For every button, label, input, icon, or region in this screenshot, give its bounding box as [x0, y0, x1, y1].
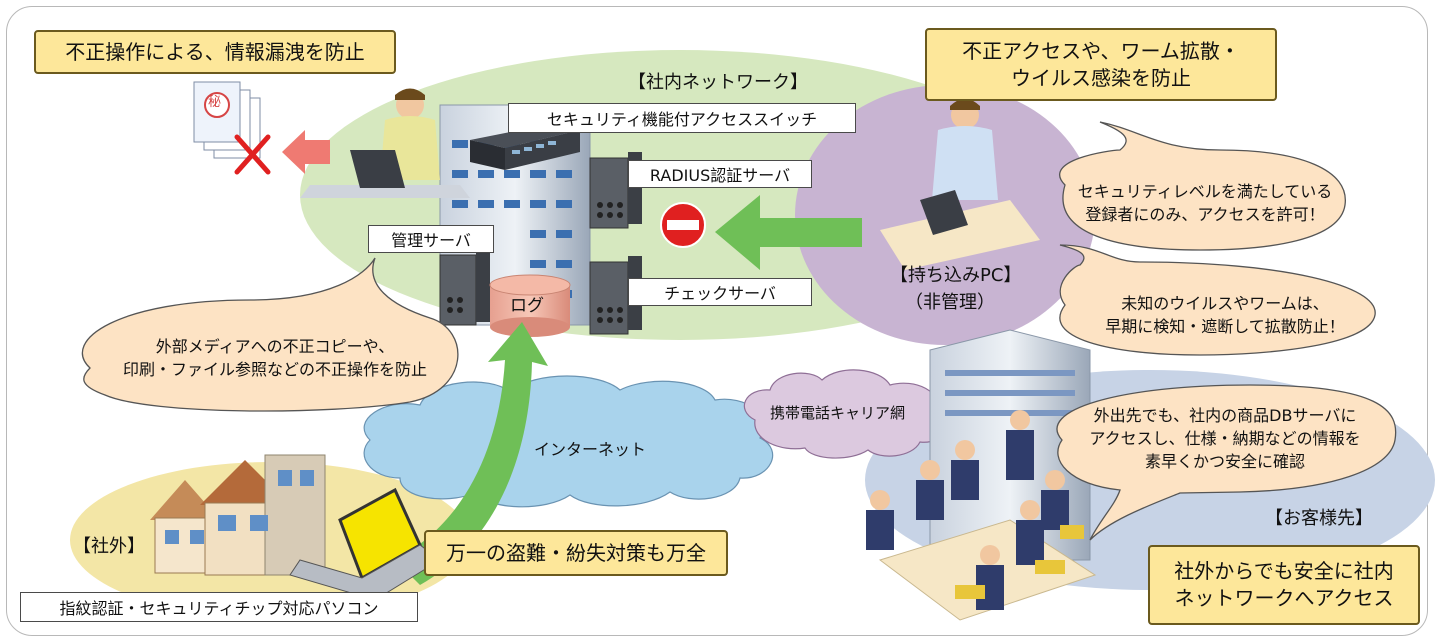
log-database [489, 274, 571, 337]
block-x-icon [234, 134, 271, 175]
speech-security-level: セキュリティレベルを満たしている 登録者にのみ、アクセスを許可！ [1060, 180, 1350, 226]
secret-stamp-text: 秘 [208, 95, 222, 110]
speech-remote-db-access-line1: 外出先でも、社内の商品DBサーバに [1093, 406, 1357, 425]
fingerprint-pc-label: 指紋認証・セキュリティチップ対応パソコン [20, 592, 418, 622]
speech-security-level-line1: セキュリティレベルを満たしている [1077, 182, 1333, 201]
byod-label-line1: 【持ち込みPC】 [890, 265, 1022, 286]
speech-security-level-line2: 登録者にのみ、アクセスを許可！ [1085, 205, 1325, 225]
radius-server-label: RADIUS認証サーバ [628, 160, 812, 188]
meeting-table-illustration [866, 410, 1097, 621]
callout-safe-remote-access-line2: ネットワークへアクセス [1174, 586, 1394, 610]
access-denied-arrow [715, 195, 862, 270]
speech-virus-detection-line2: 早期に検知・遮断して拡散防止！ [1105, 317, 1345, 337]
speech-virus-detection: 未知のウイルスやワームは、 早期に検知・遮断して拡散防止！ [1080, 292, 1370, 338]
speech-media-control-line2: 印刷・ファイル参照などの不正操作を防止 [122, 360, 427, 380]
byod-label-line2: （非管理） [905, 292, 995, 313]
callout-theft-protection: 万一の盗難・紛失対策も万全 [424, 530, 728, 576]
management-server-tower [439, 250, 490, 326]
callout-safe-remote-access-line1: 社外からでも安全に社内 [1174, 559, 1394, 583]
office-worker-illustration [300, 88, 470, 198]
speech-remote-db-access-line3: 素早くかつ安全に確認 [1144, 452, 1305, 472]
check-server-label: チェックサーバ [628, 278, 812, 306]
secret-documents [193, 81, 261, 159]
log-label: ログ [510, 296, 544, 316]
internet-label: インターネット [534, 440, 647, 459]
callout-unauthorized-access-line1: 不正アクセスや、ワーム拡散・ [962, 38, 1240, 63]
speech-virus-detection-line1: 未知のウイルスやワームは、 [1121, 294, 1329, 313]
speech-remote-db-access-line2: アクセスし、仕様・納期などの情報を [1089, 429, 1361, 449]
customer-site-label: 【お客様先】 [1265, 508, 1373, 529]
speech-media-control: 外部メディアへの不正コピーや、 印刷・ファイル参照などの不正操作を防止 [90, 335, 460, 381]
remote-access-arrow [395, 322, 548, 585]
callout-safe-remote-access: 社外からでも安全に社内 ネットワークへアクセス [1148, 545, 1420, 625]
security-switch-label: セキュリティ機能付アクセススイッチ [508, 103, 856, 133]
internal-network-label: 【社内ネットワーク】 [628, 72, 808, 93]
speech-media-control-line1: 外部メディアへの不正コピーや、 [155, 337, 395, 356]
diagram-frame [6, 6, 1428, 636]
management-server-label: 管理サーバ [368, 225, 494, 253]
speech-remote-db-access: 外出先でも、社内の商品DBサーバに アクセスし、仕様・納期などの情報を 素早くか… [1060, 404, 1390, 474]
byod-worker-illustration [880, 99, 1040, 270]
leak-arrow-icon [282, 130, 330, 174]
callout-internal-leak: 不正操作による、情報漏洩を防止 [34, 30, 396, 74]
mobile-carrier-label: 携帯電話キャリア網 [770, 404, 906, 422]
no-entry-icon [660, 202, 706, 248]
callout-internal-leak-text: 不正操作による、情報漏洩を防止 [65, 39, 365, 64]
speech-bubble-shapes [81, 121, 1397, 541]
outside-label: 【社外】 [73, 536, 145, 557]
laptop-illustration [289, 487, 441, 601]
residential-houses [150, 454, 326, 576]
callout-unauthorized-access: 不正アクセスや、ワーム拡散・ ウイルス感染を防止 [925, 28, 1277, 101]
callout-theft-protection-text: 万一の盗難・紛失対策も万全 [446, 540, 706, 565]
callout-unauthorized-access-line2: ウイルス感染を防止 [1011, 65, 1191, 90]
